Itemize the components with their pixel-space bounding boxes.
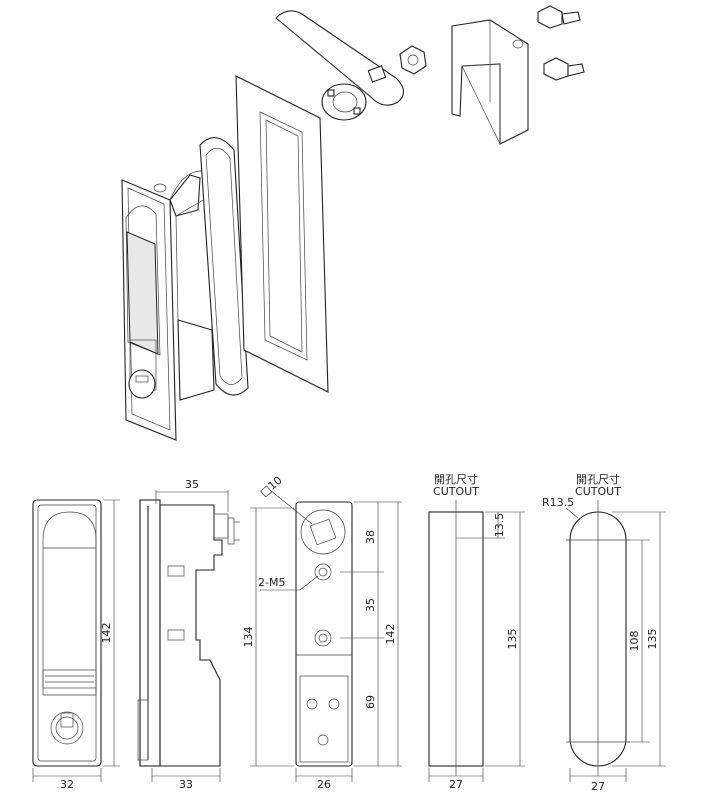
back-38-label: 38: [364, 530, 377, 544]
back-35-label: 35: [364, 598, 377, 612]
gasket: [199, 137, 249, 396]
cutout-1-title-cn: 開孔尺寸: [434, 472, 478, 486]
back-69-label: 69: [364, 695, 377, 709]
cutout-rectangular: 開孔尺寸 CUTOUT 13.5 135 27: [428, 472, 525, 791]
square-10-label: □10: [258, 474, 285, 500]
side-top-label: 35: [185, 478, 199, 491]
cam-washer: [321, 83, 367, 121]
mounting-plate: [235, 75, 329, 393]
cutout-1-height-label: 135: [506, 629, 519, 650]
cutout-obround: 開孔尺寸 CUTOUT R13.5 108 135 27: [542, 472, 666, 793]
exploded-view: [121, 5, 585, 441]
front-height-label: 142: [100, 623, 113, 644]
nut: [399, 45, 427, 75]
back-left-label: 134: [242, 627, 255, 648]
radius-label: R13.5: [542, 496, 574, 509]
latch-body: [121, 170, 216, 441]
cutout-2-135-label: 135: [646, 629, 659, 650]
cutout-2-title-en: CUTOUT: [575, 485, 621, 498]
cutout-1-top-label: 13.5: [493, 513, 506, 538]
front-width-label: 32: [60, 778, 74, 791]
back-right-label: 142: [384, 624, 397, 645]
lever-wrench: [275, 10, 405, 106]
cutout-2-108-label: 108: [628, 631, 641, 652]
m5-label: 2-M5: [258, 576, 285, 589]
side-bottom-label: 33: [179, 778, 193, 791]
back-width-label: 26: [317, 778, 331, 791]
cutout-2-width-label: 27: [591, 780, 605, 793]
front-view: 32 142: [32, 499, 120, 791]
cutout-2-title-cn: 開孔尺寸: [576, 472, 620, 486]
screws: [537, 5, 585, 81]
side-view: 35 33: [137, 478, 240, 791]
cutout-1-title-en: CUTOUT: [433, 485, 479, 498]
cutout-1-width-label: 27: [449, 778, 463, 791]
u-bracket: [451, 19, 529, 145]
back-view: □10 2-M5 134 26 38 35 69 142: [242, 474, 402, 791]
